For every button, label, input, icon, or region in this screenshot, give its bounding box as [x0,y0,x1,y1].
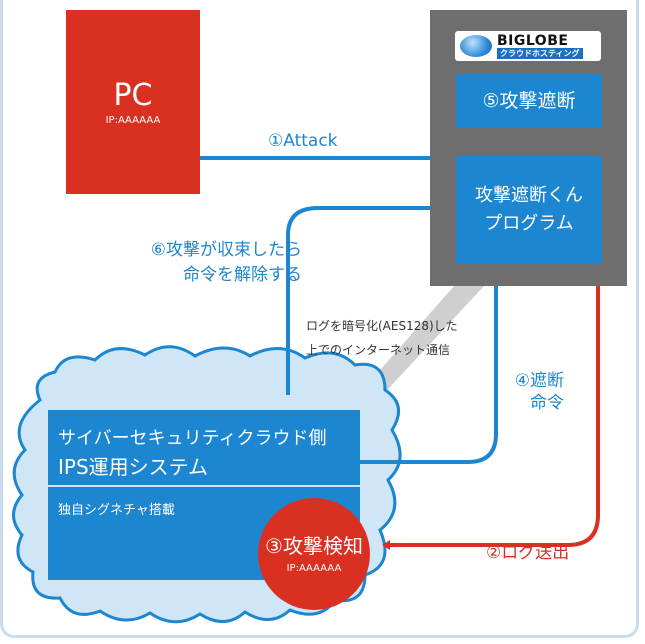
ips-provider-label: サイバーセキュリティクラウド側 [58,428,327,449]
ips-system-title: IPS運用システム [58,455,209,479]
log-send-label: ②ログ送出 [486,543,570,563]
release-arrow [286,203,450,395]
block-command-line1: ④遮断 [514,371,564,391]
pc-ip: IP:AAAAAA [105,115,161,126]
release-label-line2: 命令を解除する [183,265,302,285]
program-box: 攻撃遮断くん プログラム [456,156,602,264]
encrypted-channel-beam [352,286,484,402]
globe-icon [460,35,492,57]
program-line1: 攻撃遮断くん [475,185,583,206]
attack-block-box: ⑤攻撃遮断 [456,74,602,128]
pc-box: PC IP:AAAAAA [66,10,200,194]
pc-title: PC [113,78,153,113]
block-command-line2: 命令 [530,393,564,413]
block-command-arrow [360,268,501,464]
block-command-label: ④遮断 命令 [504,370,564,414]
program-line2: プログラム [484,213,574,234]
release-label: ⑥攻撃が収束したら 命令を解除する [106,238,302,288]
release-label-line1: ⑥攻撃が収束したら [150,240,302,260]
attack-label: ①Attack [268,131,338,151]
encryption-note: ログを暗号化(AES128)した 上でのインターネット通信 [306,314,458,362]
encryption-note-line2: 上でのインターネット通信 [306,343,451,357]
logo-main: BIGLOBE [497,33,569,49]
encryption-note-line1: ログを暗号化(AES128)した [306,319,458,333]
log-send-arrow [382,262,600,550]
ips-signature-label: 独自シグネチャ搭載 [58,503,175,518]
logo-sub: クラウドホスティング [497,48,583,59]
ips-divider [48,485,360,487]
detect-ip: IP:AAAAAA [286,563,342,574]
detect-label: ③攻撃検知 [265,534,363,558]
biglobe-logo: BIGLOBE クラウドホスティング [455,31,601,61]
attack-detect-circle: ③攻撃検知 IP:AAAAAA [258,498,370,610]
